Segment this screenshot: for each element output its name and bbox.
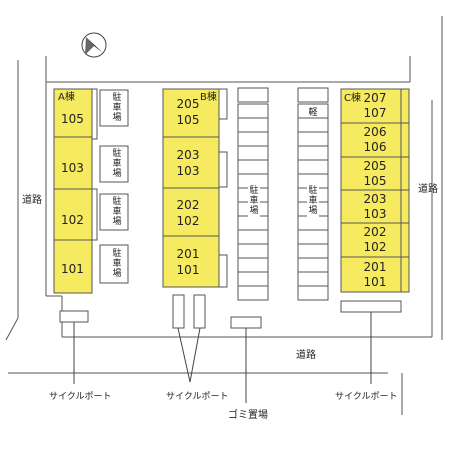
building-b-label: B棟 [200,90,217,103]
unit-c-105: 105 [364,174,387,188]
svg-text:場: 場 [112,111,121,123]
cycle-port-label-1: サイクルポート [49,391,112,402]
svg-text:駐: 駐 [308,184,317,196]
svg-text:駐: 駐 [112,91,121,103]
parking-a [99,89,129,284]
svg-text:場: 場 [112,167,121,179]
cycle-port-label-2: サイクルポート [166,391,229,402]
unit-a-103: 103 [61,161,84,175]
svg-text:車: 車 [112,101,121,113]
building-c-label: C棟 [344,91,361,104]
svg-text:駐: 駐 [249,184,258,196]
svg-text:車: 車 [112,157,121,169]
unit-b-203: 203 [177,148,200,162]
unit-c-106: 106 [364,140,387,154]
unit-b-105: 105 [177,113,200,127]
cycle-port-label-3: サイクルポート [335,391,398,402]
road-label-left: 道路 [22,193,42,206]
unit-b-102: 102 [177,214,200,228]
svg-text:車: 車 [249,194,258,206]
unit-a-101: 101 [61,262,84,276]
unit-c-201: 201 [364,260,387,274]
svg-text:場: 場 [112,267,121,279]
unit-b-205: 205 [177,97,200,111]
leader-lines [73,312,372,403]
parking-a-labels: 駐 車 場 駐 車 場 駐 車 場 駐 車 場 [112,91,121,279]
unit-a-105: 105 [61,112,84,126]
unit-c-107: 107 [364,106,387,120]
svg-text:駐: 駐 [112,247,121,259]
unit-c-202: 202 [364,225,387,239]
building-a: A棟 105 103 102 101 [53,88,98,294]
unit-c-207: 207 [364,91,387,105]
unit-b-101: 101 [177,263,200,277]
garbage-label: ゴミ置場 [228,408,268,421]
road-label-right: 道路 [418,182,438,195]
site-boundary [45,56,433,338]
roads [5,16,443,415]
unit-c-102: 102 [364,240,387,254]
unit-b-202: 202 [177,198,200,212]
unit-c-101: 101 [364,275,387,289]
svg-text:車: 車 [308,194,317,206]
north-arrow-icon [81,32,107,58]
building-b: B棟 205 105 203 103 202 102 201 101 [162,88,228,288]
svg-text:車: 車 [112,257,121,269]
building-c: C棟 207 107 206 106 205 105 203 103 202 1… [340,88,410,293]
svg-text:駐: 駐 [112,195,121,207]
svg-text:場: 場 [112,215,121,227]
unit-b-103: 103 [177,164,200,178]
unit-c-203: 203 [364,192,387,206]
parking-center-left-label: 駐 車 場 [248,183,260,217]
svg-text:場: 場 [308,204,317,216]
small-car-label: 軽 [308,107,317,118]
building-a-label: A棟 [58,90,75,103]
svg-text:場: 場 [249,204,258,216]
unit-c-206: 206 [364,125,387,139]
parking-center-right-label: 軽 駐 車 場 [307,107,319,217]
garbage-area [230,316,262,329]
unit-c-205: 205 [364,159,387,173]
road-label-bottom: 道路 [296,348,316,361]
svg-text:車: 車 [112,205,121,217]
unit-b-201: 201 [177,247,200,261]
unit-c-103: 103 [364,207,387,221]
unit-a-102: 102 [61,213,84,227]
svg-text:駐: 駐 [112,147,121,159]
